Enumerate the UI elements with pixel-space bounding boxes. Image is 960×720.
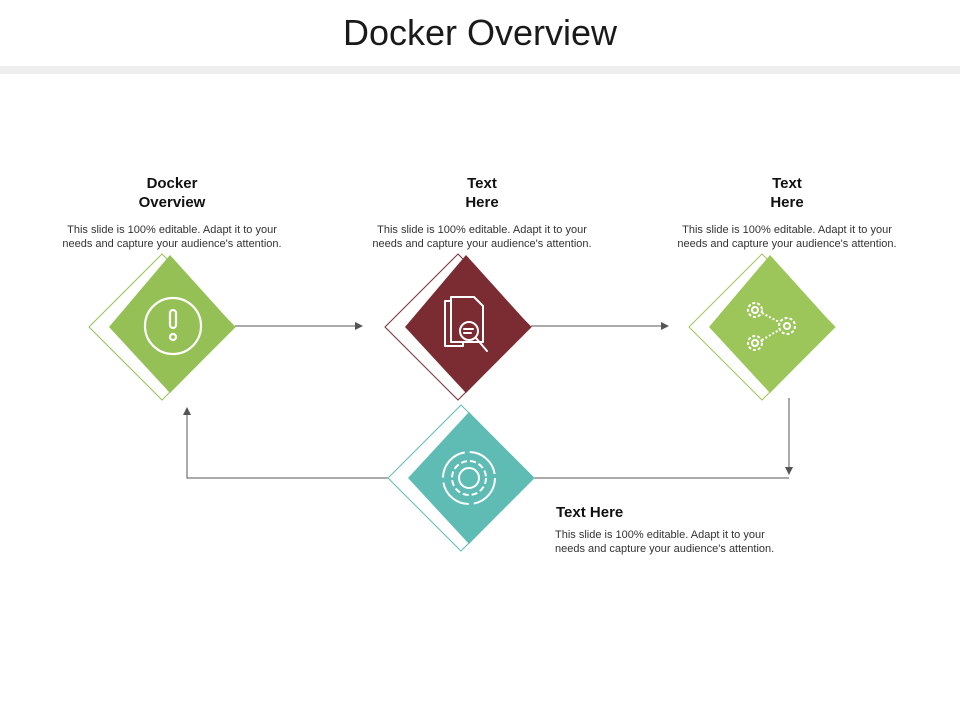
step4-diamond-fill	[408, 412, 534, 544]
step1-desc-line2: needs and capture your audience's attent…	[62, 238, 282, 250]
step3-title-line2: Here	[770, 194, 804, 211]
gear-cycle-icon	[442, 451, 496, 505]
step4-title: Text Here	[556, 503, 756, 522]
step3-diamond	[688, 253, 836, 401]
step1-diamond	[88, 253, 236, 401]
step3-diamond-fill	[709, 255, 835, 393]
step1-title-line1: Docker	[146, 175, 198, 192]
step4-desc-line1: This slide is 100% editable. Adapt it to…	[555, 529, 765, 541]
step2-title-line2: Here	[465, 194, 499, 211]
step1-title: Docker Overview	[92, 174, 252, 212]
step1-diamond-fill	[109, 255, 235, 393]
document-search-icon	[444, 296, 488, 352]
gears-network-icon	[747, 302, 796, 351]
step3-title: Text Here	[707, 174, 867, 212]
slide-title: Docker Overview	[342, 12, 618, 53]
step2-title: Text Here	[402, 174, 562, 212]
step4-desc-line2: needs and capture your audience's attent…	[555, 543, 775, 555]
connector-step4-step1	[183, 407, 390, 479]
step2-title-line1: Text	[467, 175, 497, 192]
step1-title-line2: Overview	[138, 194, 206, 211]
step2-diamond	[384, 253, 532, 401]
step4-diamond	[387, 404, 535, 552]
step1-desc-line1: This slide is 100% editable. Adapt it to…	[67, 224, 277, 236]
step3-title-line1: Text	[772, 175, 802, 192]
step3-desc-line2: needs and capture your audience's attent…	[677, 238, 897, 250]
step3-description: This slide is 100% editable. Adapt it to…	[637, 223, 937, 251]
step2-description: This slide is 100% editable. Adapt it to…	[332, 223, 632, 251]
step2-desc-line2: needs and capture your audience's attent…	[372, 238, 592, 250]
step3-desc-line1: This slide is 100% editable. Adapt it to…	[682, 224, 892, 236]
step2-desc-line1: This slide is 100% editable. Adapt it to…	[377, 224, 587, 236]
step4-title-line1: Text Here	[556, 504, 624, 521]
title-divider	[0, 66, 960, 74]
step4-description: This slide is 100% editable. Adapt it to…	[555, 528, 855, 556]
step1-description: This slide is 100% editable. Adapt it to…	[22, 223, 322, 251]
exclamation-icon	[143, 296, 203, 356]
